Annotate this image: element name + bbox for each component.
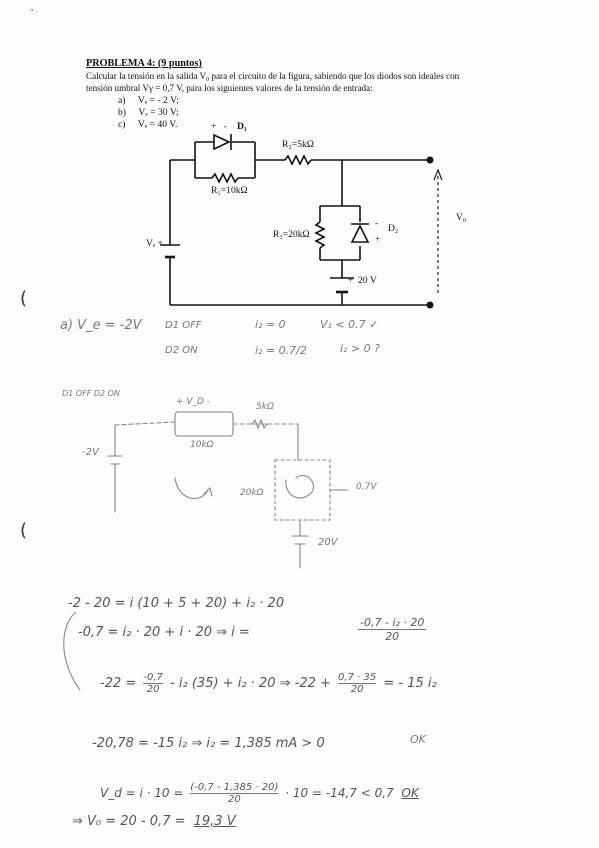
output-terminal-top (426, 156, 434, 164)
problem-item-a: a) Vₑ = - 2 V; (118, 95, 179, 106)
problem-item-c: c) Vₑ = 40 V. (118, 119, 177, 130)
hand-sketch-20v: 20V (318, 537, 338, 548)
hand-sketch-label: D1 OFF D2 ON (62, 389, 120, 398)
hand-eq3-num2: 0,7 · 35 (338, 672, 377, 684)
header-mark: " · (30, 8, 38, 16)
r3-zigzag (314, 221, 326, 249)
hand-i-eq-0: i₂ = 0 (255, 318, 286, 331)
hand-eq5-num: (-0,7 - 1,385 · 20) (190, 782, 279, 794)
hand-eq2-den: 20 (385, 630, 400, 643)
item-b-text: Vₑ = 30 V; (138, 107, 179, 118)
hand-d1-state: D1 OFF (165, 320, 202, 331)
hand-i2-pos: i₂ > 0 ? (340, 342, 381, 355)
d1-polarity: + - (211, 121, 227, 132)
d1-label: D₁ (237, 121, 247, 132)
battery-plus: + (348, 275, 354, 286)
punch-mark-top: ( (20, 288, 28, 309)
hand-vd1: V₁ < 0.7 ✓ (320, 318, 379, 331)
problem-title: PROBLEMA 4: (9 puntos) (86, 58, 202, 69)
hand-sketch-5k: 5kΩ (256, 402, 274, 412)
hand-eq2: -0,7 = i₂ · 20 + i · 20 ⇒ i = (78, 625, 250, 640)
hand-eq6-text: ⇒ V₀ = 20 - 0,7 = (72, 814, 186, 829)
hand-eq5-right: · 10 = -14,7 < 0,7 (285, 786, 394, 800)
item-c-label: c) (118, 119, 126, 130)
hand-eq3-den2: 20 (350, 684, 364, 695)
vo-label: V₀ (456, 212, 467, 223)
hand-eq3-left: -22 = (100, 676, 137, 691)
hand-eq3-end: = - 15 i₂ (383, 676, 437, 691)
hand-sketch-2v: -2V (82, 447, 99, 458)
problem-item-b: b) Vₑ = 30 V; (118, 107, 179, 118)
hand-eq2-num: -0,7 - i₂ · 20 (358, 616, 427, 630)
hand-eq5-left: V_d = i · 10 = (100, 786, 184, 800)
d2-plus: + (375, 234, 381, 245)
hand-eq5-ok: OK (401, 786, 419, 800)
hand-eq3-mid: - i₂ (170, 676, 188, 691)
punch-mark-bottom: ( (20, 520, 28, 541)
d2-diode (350, 223, 370, 243)
d2-minus: - (375, 218, 379, 229)
battery-label: 20 V (358, 275, 377, 286)
r3-label: R₃=20kΩ (273, 229, 310, 240)
hand-eq2-frac: -0,7 - i₂ · 20 20 (358, 616, 427, 643)
r2-label: R₂=5kΩ (282, 139, 314, 150)
hand-eq3-rest: (35) + i₂ · 20 ⇒ -22 + (191, 676, 331, 691)
r1-zigzag (211, 172, 239, 184)
d1-diode (213, 133, 232, 151)
vo-arrow (433, 168, 443, 296)
hand-eq5-den: 20 (227, 794, 241, 805)
problem-statement-line2: tensión umbral Vγ = 0,7 V, para los sigu… (86, 83, 373, 93)
problem-statement-line1: Calcular la tensión en la salida V₀ para… (86, 71, 460, 81)
hand-eq5: V_d = i · 10 = (-0,7 - 1,385 · 20) 20 · … (100, 782, 419, 805)
r1-label: R₁=10kΩ (211, 185, 248, 196)
ve-label-text: Vₑ (146, 238, 156, 249)
output-terminal-bottom (426, 301, 434, 309)
hand-eq4: -20,78 = -15 i₂ ⇒ i₂ = 1,385 mA > 0 (92, 736, 325, 751)
hand-eq4-ok: OK (410, 733, 426, 746)
hand-d2-state: D2 ON (165, 345, 198, 356)
hand-eq1: -2 - 20 = i (10 + 5 + 20) + i₂ · 20 (68, 596, 285, 611)
battery-20v (330, 277, 354, 294)
hand-eq6-result: 19,3 V (193, 814, 236, 829)
hand-sketch-10k: 10kΩ (190, 440, 214, 450)
item-b-label: b) (118, 107, 126, 118)
hand-sketch-20k: 20kΩ (240, 488, 264, 498)
item-c-text: Vₑ = 40 V. (137, 119, 178, 130)
hand-i2-eq: i₂ = 0.7/2 (255, 344, 307, 357)
r2-zigzag (284, 154, 312, 166)
hand-eq3-den: 20 (146, 684, 160, 695)
hand-eq6: ⇒ V₀ = 20 - 0,7 = 19,3 V (72, 814, 236, 829)
hand-eq3-num: -0,7 (143, 672, 163, 684)
d2-label: D₂ (388, 223, 399, 234)
hand-eq3: -22 = -0,7 20 - i₂ (35) + i₂ · 20 ⇒ -22 … (100, 672, 437, 695)
hand-case-a: a) V_e = -2V (60, 318, 142, 333)
item-a-label: a) (118, 95, 126, 106)
hand-sketch-vd: + V_D - (176, 397, 211, 407)
ve-label: Vₑ+ (146, 238, 163, 249)
ve-source (160, 244, 180, 259)
hand-sketch-07: 0.7V (356, 482, 377, 492)
item-a-text: Vₑ = - 2 V; (137, 95, 179, 106)
